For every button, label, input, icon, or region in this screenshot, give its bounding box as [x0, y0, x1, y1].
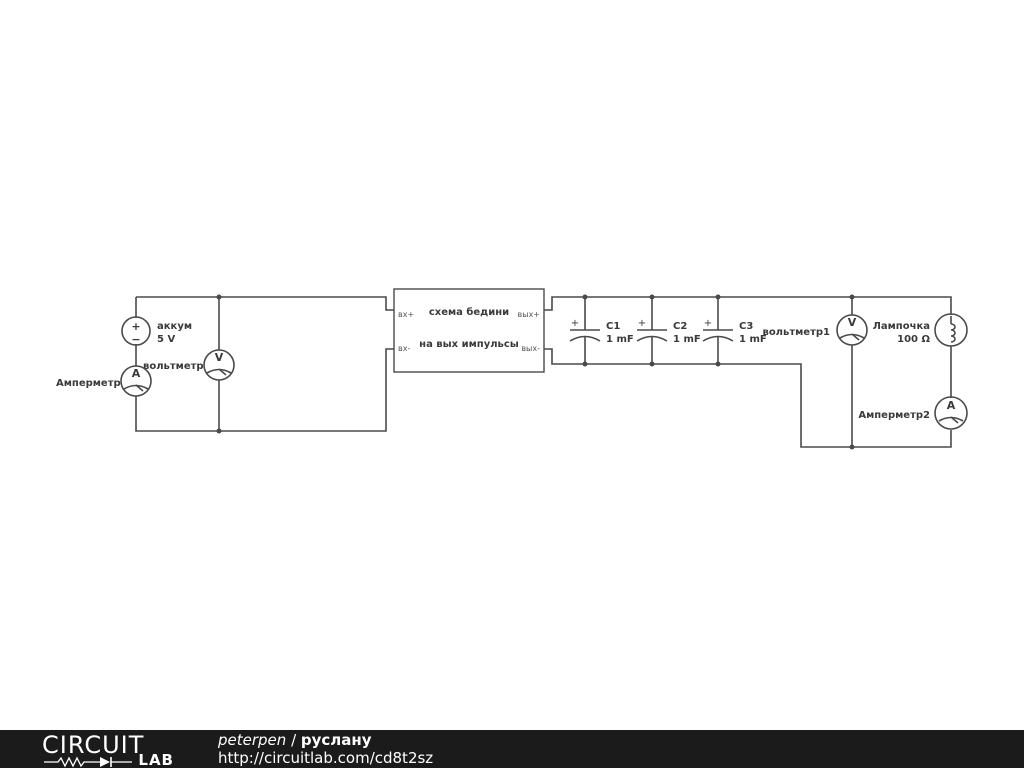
circuitlab-logo[interactable]: CIRCUIT LAB: [42, 732, 174, 768]
lamp-value: 100 Ω: [897, 334, 930, 345]
block-port-out-plus: вых+: [518, 310, 540, 319]
ammeter-right-letter: A: [947, 399, 956, 412]
block-port-out-minus: вых-: [521, 344, 540, 353]
wires-right: [544, 294, 952, 450]
c1-name: C1: [606, 321, 620, 332]
footer-bar: CIRCUIT LAB peterpen / руслану http://ci…: [0, 730, 1024, 768]
schematic-canvas: + − аккум 5 V V вольтметр A Амперметр сх…: [56, 288, 968, 450]
logo-word-lab: LAB: [138, 751, 174, 769]
battery-name: аккум: [157, 321, 192, 332]
ammeter-left-name: Амперметр: [56, 378, 121, 389]
ammeter-left-symbol: A: [120, 365, 152, 397]
c1-value: 1 mF: [606, 334, 634, 345]
c3-value: 1 mF: [739, 334, 767, 345]
ammeter-left-letter: A: [132, 367, 141, 380]
block-port-in-minus: вх-: [398, 344, 410, 353]
block-title-line2: на вых импульсы: [419, 339, 519, 350]
c3-plus-sign: +: [704, 318, 712, 329]
c3-name: C3: [739, 321, 753, 332]
capacitor-c2-symbol: +: [636, 318, 668, 342]
voltmeter-right-letter: V: [848, 316, 857, 329]
ammeter-right-symbol: A: [934, 396, 968, 430]
block-title-line1: схема бедини: [429, 306, 509, 318]
battery-plus-sign: +: [131, 320, 140, 333]
c2-plus-sign: +: [638, 318, 646, 329]
battery-minus-sign: −: [131, 333, 140, 346]
title-separator: /: [286, 731, 301, 749]
voltmeter-left-symbol: V: [203, 349, 235, 381]
voltmeter-left-letter: V: [215, 351, 224, 364]
lamp-name: Лампочка: [873, 321, 930, 332]
resistor-diode-icon: [44, 756, 132, 768]
c2-name: C2: [673, 321, 687, 332]
battery-value: 5 V: [157, 334, 175, 345]
circuit-credit: peterpen / руслану http://circuitlab.com…: [218, 731, 433, 767]
credit-line: peterpen / руслану: [218, 731, 433, 749]
voltmeter-right-name: вольтметр1: [762, 327, 830, 338]
circuit-url[interactable]: http://circuitlab.com/cd8t2sz: [218, 749, 434, 767]
circuit-title[interactable]: руслану: [300, 731, 372, 749]
c2-value: 1 mF: [673, 334, 701, 345]
lamp-symbol: [934, 313, 968, 347]
logo-word-circuit: CIRCUIT: [42, 731, 145, 759]
capacitor-c3-symbol: +: [702, 318, 734, 342]
c1-plus-sign: +: [571, 318, 579, 329]
capacitor-c1-symbol: +: [569, 318, 601, 342]
wires-left: [135, 294, 394, 434]
battery-symbol: + −: [121, 316, 151, 346]
ammeter-right-name: Амперметр2: [858, 410, 930, 421]
voltmeter-right-symbol: V: [836, 314, 868, 346]
voltmeter-left-name: вольтметр: [143, 361, 204, 372]
block-port-in-plus: вх+: [398, 310, 414, 319]
author-name[interactable]: peterpen: [218, 731, 287, 749]
bedini-block: [393, 288, 545, 373]
